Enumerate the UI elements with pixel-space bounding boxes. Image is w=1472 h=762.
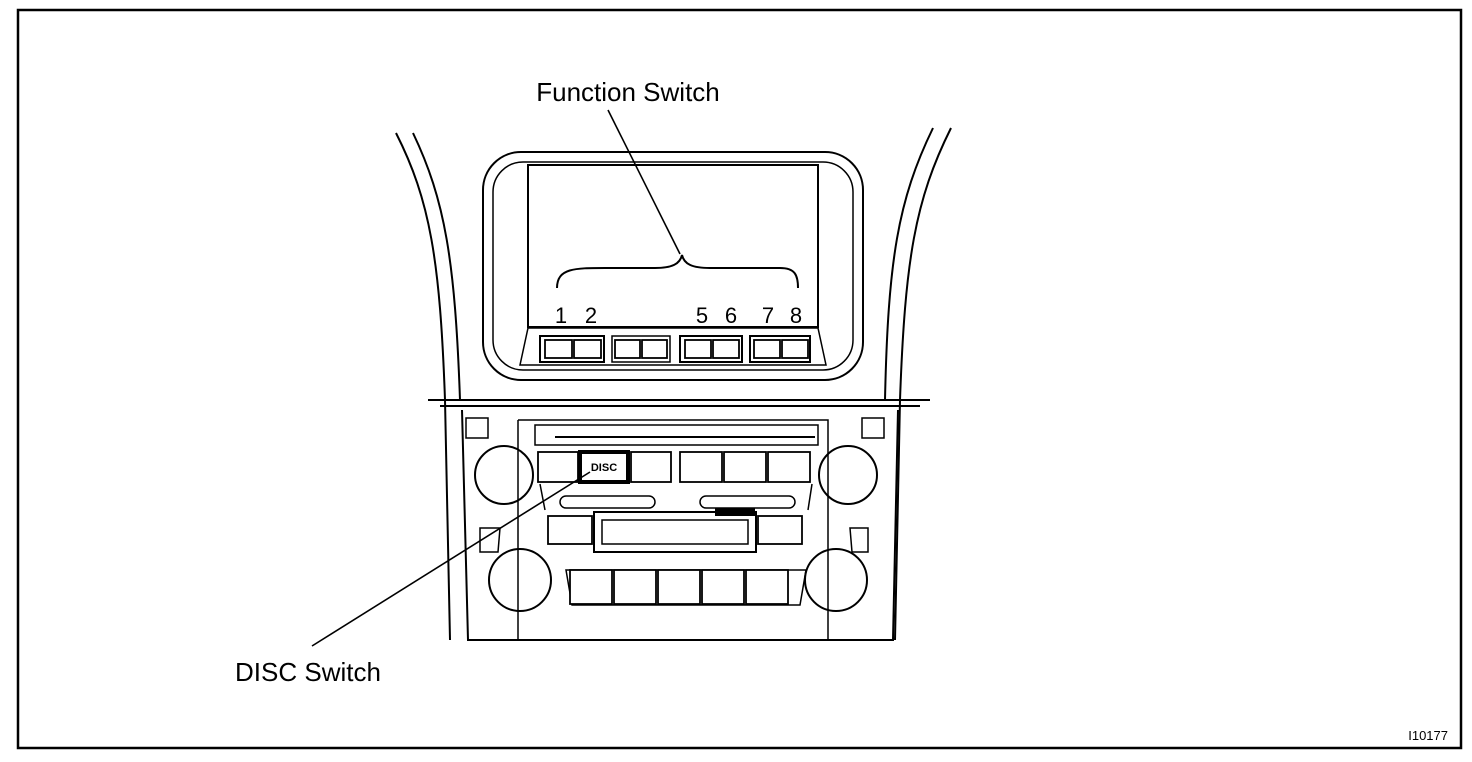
audio-button[interactable] [757,515,803,545]
function-switch-8[interactable] [781,339,809,359]
function-switch-1[interactable] [544,339,573,359]
function-switch-2[interactable] [573,339,602,359]
function-switch-4[interactable] [641,339,668,359]
function-brace [556,254,799,289]
disc-switch[interactable] [578,450,630,484]
audio-button[interactable] [701,569,745,605]
disc-switch-label: DISC [591,462,617,474]
function-number-5: 5 [696,303,708,328]
figure-frame [16,8,1463,750]
function-switch-3[interactable] [614,339,641,359]
audio-button[interactable] [613,569,657,605]
audio-button[interactable] [745,569,789,605]
audio-panel: DISC [465,417,885,640]
display-unit [482,151,864,381]
cd-slot [534,424,819,446]
disc-switch-leader [311,471,591,647]
knob-left-upper [474,445,534,505]
disc-switch-callout: DISC Switch [235,657,381,687]
function-switch-row [539,335,811,363]
knob-right-lower [804,548,868,612]
audio-button[interactable] [537,451,579,483]
audio-button[interactable] [630,451,672,483]
function-number-1: 1 [555,303,567,328]
audio-button[interactable] [723,451,767,483]
function-number-2: 2 [585,303,597,328]
function-number-8: 8 [790,303,802,328]
audio-button[interactable] [657,569,701,605]
audio-button[interactable] [547,515,593,545]
knob-right-upper [818,445,878,505]
function-switch-6[interactable] [712,339,740,359]
audio-button[interactable] [767,451,811,483]
audio-button[interactable] [679,451,723,483]
figure-code: I10177 [1408,728,1448,743]
function-number-6: 6 [725,303,737,328]
function-switch-label: Function Switch [536,77,720,107]
knob-left-lower [488,548,552,612]
function-number-7: 7 [762,303,774,328]
function-switch-leader [607,109,681,255]
function-switch-5[interactable] [684,339,712,359]
function-number-labels: 1 2 5 6 7 8 [555,303,802,328]
cassette-slot [593,511,757,553]
dashboard-outline [395,127,952,641]
display-screen [527,164,819,328]
audio-button[interactable] [569,569,613,605]
function-switch-7[interactable] [753,339,781,359]
